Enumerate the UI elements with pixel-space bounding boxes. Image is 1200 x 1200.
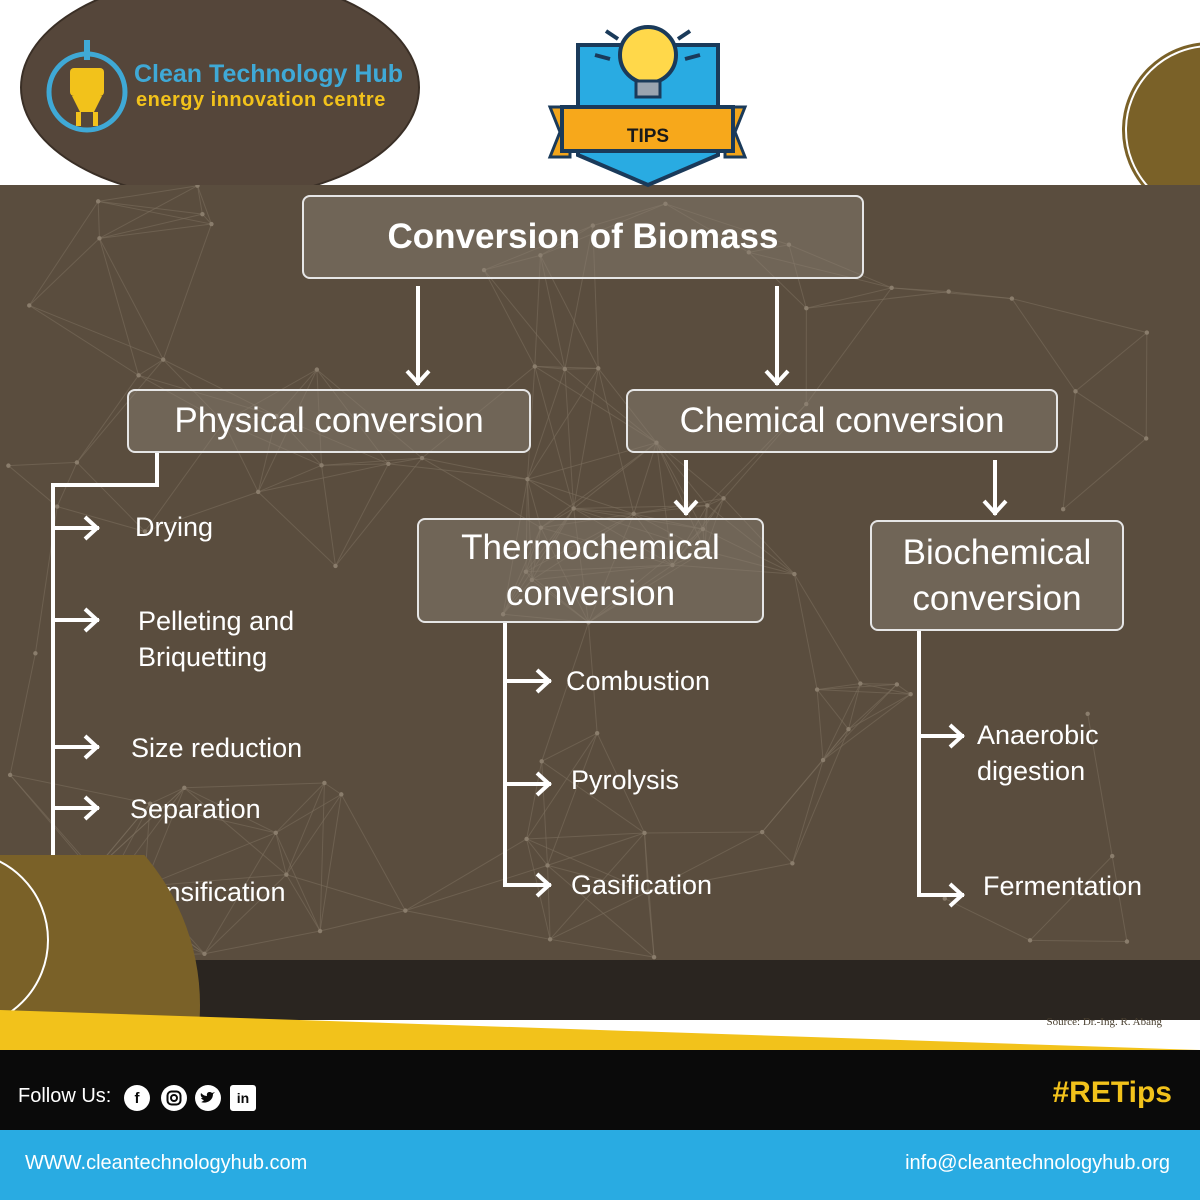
node-thermochemical-label: Thermochemical conversion bbox=[461, 527, 720, 613]
node-biochemical: Biochemical conversion bbox=[870, 520, 1124, 631]
node-physical: Physical conversion bbox=[127, 389, 531, 453]
diagram-panel: Conversion of Biomass Physical conversio… bbox=[0, 185, 1200, 965]
leaf-gasification: Gasification bbox=[571, 870, 713, 900]
node-root: Conversion of Biomass bbox=[302, 195, 864, 279]
leaf-pyrolysis: Pyrolysis bbox=[571, 765, 680, 795]
node-thermochemical: Thermochemical conversion bbox=[417, 518, 764, 623]
tips-badge-icon: TIPS bbox=[547, 25, 748, 188]
plug-logo-icon bbox=[46, 40, 128, 133]
node-biochemical-label: Biochemical conversion bbox=[902, 532, 1092, 618]
facebook-icon[interactable]: f bbox=[124, 1085, 150, 1111]
leaf-fermentation: Fermentation bbox=[983, 871, 1143, 901]
node-chemical: Chemical conversion bbox=[626, 389, 1058, 453]
email-link[interactable]: info@cleantechnologyhub.org bbox=[905, 1152, 1170, 1174]
follow-us-label: Follow Us: bbox=[18, 1085, 112, 1107]
node-chemical-label: Chemical conversion bbox=[679, 401, 1005, 440]
leaf-anaerobic-digestion: Anaerobic digestion bbox=[977, 720, 1099, 786]
decor-circle-top-right bbox=[1122, 42, 1200, 218]
twitter-icon[interactable] bbox=[195, 1085, 221, 1111]
leaf-pelleting-briquetting: Pelleting and Briquetting bbox=[138, 606, 295, 672]
decor-circle-bottom-left bbox=[0, 855, 200, 1055]
yellow-stripe bbox=[0, 1010, 1200, 1060]
node-root-label: Conversion of Biomass bbox=[387, 217, 779, 256]
network-background bbox=[6, 185, 1150, 960]
tips-badge-label: TIPS bbox=[627, 126, 669, 147]
brand-name: Clean Technology Hub bbox=[134, 60, 403, 88]
linkedin-icon[interactable]: in bbox=[230, 1085, 256, 1111]
instagram-icon[interactable] bbox=[161, 1085, 187, 1111]
source-credit: Source: Dr.-Ing. R. Abang bbox=[1046, 1016, 1162, 1028]
dark-band bbox=[0, 960, 1200, 1020]
leaf-combustion: Combustion bbox=[566, 666, 711, 696]
website-link[interactable]: WWW.cleantechnologyhub.com bbox=[25, 1152, 308, 1174]
footer-bar bbox=[0, 1130, 1200, 1200]
hashtag: #RETips bbox=[1052, 1076, 1173, 1109]
leaf-size-reduction: Size reduction bbox=[131, 733, 303, 763]
leaf-drying: Drying bbox=[135, 512, 214, 542]
node-physical-label: Physical conversion bbox=[174, 401, 484, 440]
brand-tagline: energy innovation centre bbox=[136, 89, 386, 111]
leaf-separation: Separation bbox=[130, 794, 261, 824]
